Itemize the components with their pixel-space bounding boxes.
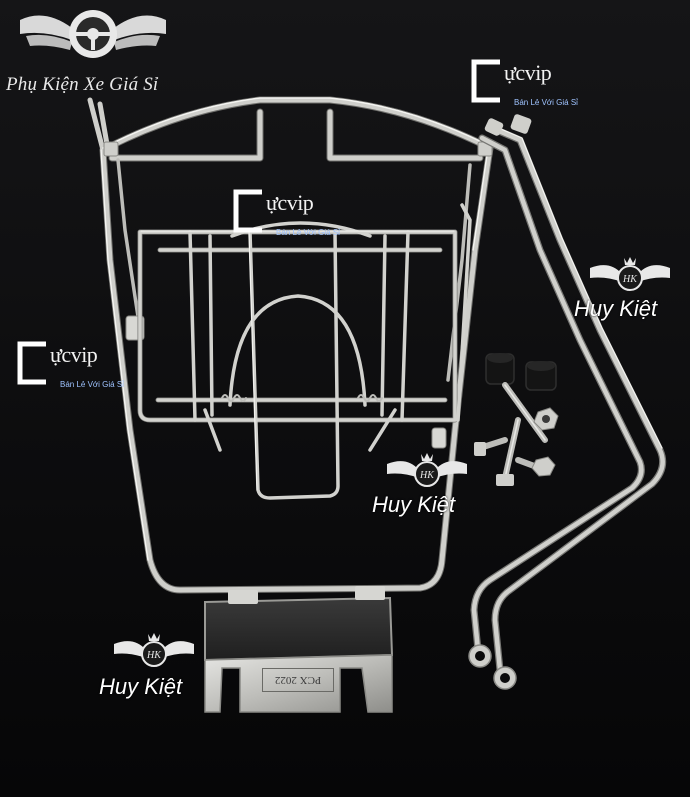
cucvip-logo-mark (17, 59, 500, 385)
cucvip-subtext: Bán Lẻ Với Giá Sỉ (276, 228, 340, 237)
cucvip-text: ựcvip (504, 60, 552, 85)
huykiet-label: Huy Kiệt (372, 492, 456, 517)
huykiet-label: Huy Kiệt (99, 674, 183, 699)
shop-wing-logo (20, 10, 166, 58)
cucvip-watermark: ựcvip Bán Lẻ Với Giá Sỉ (478, 60, 598, 110)
rubber-bushing (485, 353, 515, 385)
shop-tagline: Phụ Kiện Xe Giá Sỉ (6, 74, 159, 95)
folding-cargo-rack (137, 203, 472, 500)
huykiet-wing-emblem: HK (590, 257, 670, 291)
hk-monogram: HK (622, 274, 638, 285)
hk-monogram: HK (419, 470, 435, 481)
huykiet-wing-emblem: HK (387, 453, 467, 487)
plate-engraving: PCX 2022 (262, 668, 334, 692)
mounting-plate (204, 586, 394, 713)
hk-monogram: HK (146, 650, 162, 661)
cucvip-watermark: ựcvip Bán Lẻ Với Giá Sỉ (240, 190, 360, 240)
cucvip-subtext: Bán Lẻ Với Giá Sỉ (514, 98, 578, 107)
huykiet-label: Huy Kiệt (574, 296, 658, 321)
cucvip-text: ựcvip (266, 190, 314, 215)
mounting-hardware (474, 353, 559, 486)
huykiet-wing-emblem: HK (114, 633, 194, 667)
cucvip-subtext: Bán Lẻ Với Giá Sỉ (60, 380, 124, 389)
side-support-arms (468, 114, 667, 690)
cucvip-text: ựcvip (50, 342, 98, 367)
rubber-bushing (525, 361, 557, 391)
cucvip-watermark: ựcvip Bán Lẻ Với Giá Sỉ (24, 342, 144, 392)
